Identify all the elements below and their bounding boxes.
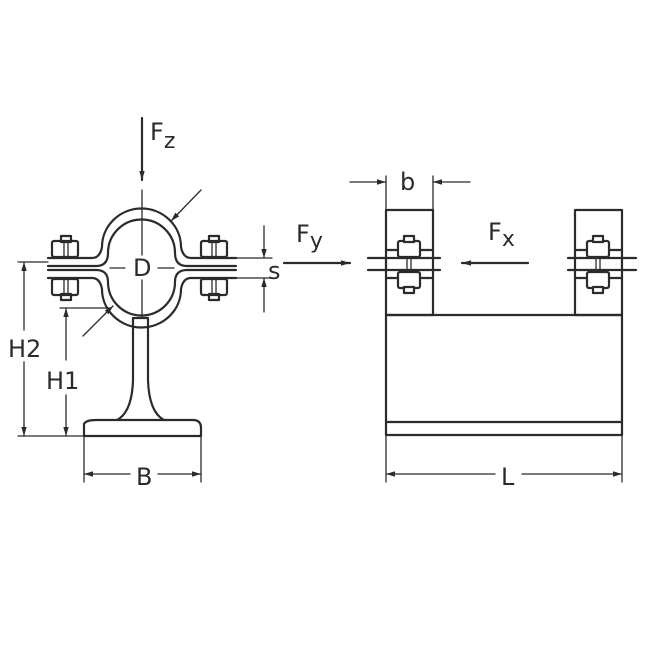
support-stem (115, 316, 166, 422)
label-h2: H2 (8, 335, 41, 363)
side-bolt-left (396, 234, 422, 295)
label-fz: Fz (150, 118, 175, 154)
d-leader-upper (170, 189, 202, 222)
label-l: L (501, 463, 515, 491)
side-body (384, 313, 624, 437)
clamp-block-left (384, 208, 435, 317)
label-d: D (133, 254, 151, 282)
label-h1: H1 (46, 367, 79, 395)
base-plate (82, 418, 203, 438)
side-view (349, 175, 638, 483)
bolt-left (50, 234, 80, 302)
label-b: B (136, 463, 152, 491)
bolt-right (199, 234, 229, 302)
side-bolt-right (585, 234, 611, 295)
label-b-small: b (400, 168, 415, 196)
clamp-block-right (573, 208, 624, 317)
label-fy: Fy (296, 220, 323, 254)
label-fx: Fx (488, 218, 515, 252)
label-s: s (268, 257, 281, 285)
d-leader-lower (82, 305, 114, 337)
front-view (17, 116, 273, 483)
